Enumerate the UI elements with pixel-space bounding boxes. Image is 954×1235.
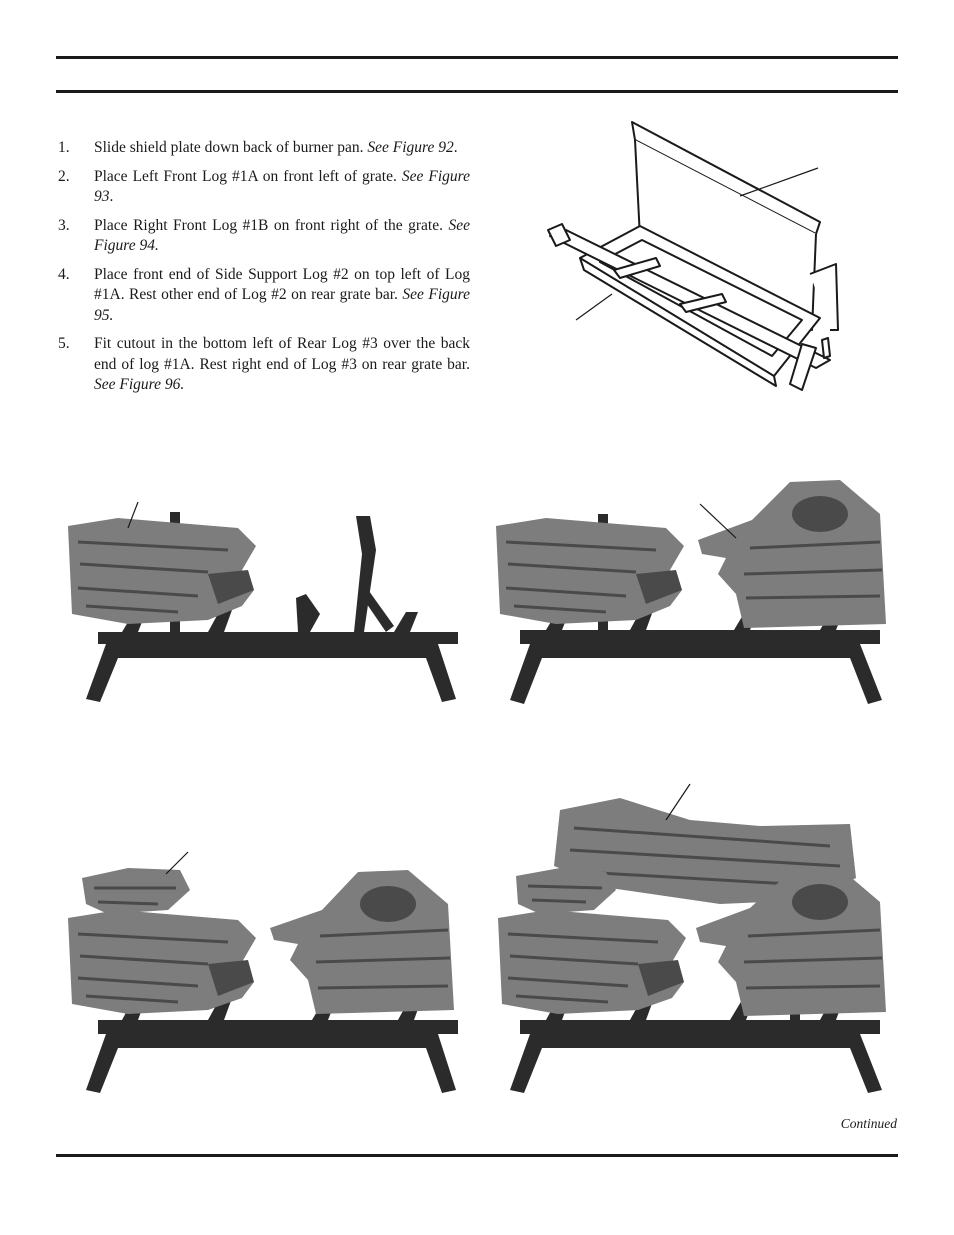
- log-grate-photo-93: [68, 501, 458, 702]
- step-1: 1. Slide shield plate down back of burne…: [58, 138, 470, 159]
- figure-reference: See Figure 95.: [94, 286, 470, 324]
- step-2: 2. Place Left Front Log #1A on front lef…: [58, 167, 470, 208]
- step-3: 3. Place Right Front Log #1B on front ri…: [58, 216, 470, 257]
- leader-line: [127, 501, 139, 529]
- footer-rule: [56, 1154, 898, 1157]
- log-1a: [68, 518, 256, 624]
- figure-rear-log: [490, 780, 900, 1100]
- figure-right-front-log: [490, 478, 900, 708]
- step-5: 5. Fit cutout in the bottom left of Rear…: [58, 334, 470, 396]
- header-rule-top: [56, 56, 898, 59]
- log-1b: [270, 870, 454, 1014]
- figure-reference: See Figure 92: [367, 139, 454, 156]
- log-grate-photo-95: [68, 851, 458, 1093]
- figure-side-support-log: [58, 848, 468, 1098]
- header-rule-bottom: [56, 90, 898, 93]
- instruction-steps: 1. Slide shield plate down back of burne…: [58, 138, 470, 404]
- leader-line: [165, 851, 189, 875]
- log-grate-photo-94: [496, 480, 886, 704]
- figure-reference: See Figure 93: [94, 167, 470, 206]
- log-1a: [498, 910, 686, 1014]
- step-number: 4.: [58, 265, 70, 283]
- log-1b: [698, 480, 886, 628]
- burner-pan-illustration: [547, 121, 839, 391]
- log-grate-photo-96: [498, 783, 886, 1093]
- step-text: Fit cutout in the bottom left of Rear Lo…: [94, 335, 470, 393]
- step-number: 3.: [58, 216, 70, 234]
- continued-note: Continued: [840, 1116, 897, 1131]
- step-text: Place Right Front Log #1B on front right…: [94, 216, 470, 255]
- log-2: [82, 868, 190, 914]
- step-4: 4. Place front end of Side Support Log #…: [58, 265, 470, 327]
- step-text: Place front end of Side Support Log #2 o…: [94, 265, 470, 324]
- step-text: Place Left Front Log #1A on front left o…: [94, 167, 470, 206]
- log-3: [554, 798, 856, 904]
- leader-line: [699, 503, 737, 539]
- step-number: 5.: [58, 335, 70, 352]
- log-1b: [696, 868, 886, 1016]
- leader-line: [665, 783, 691, 821]
- log-2: [516, 868, 616, 914]
- figure-reference: See Figure 96.: [94, 376, 185, 393]
- step-number: 2.: [58, 167, 70, 185]
- grate: [86, 998, 458, 1093]
- log-1a: [68, 910, 256, 1014]
- log-1a: [496, 518, 684, 624]
- step-text: Slide shield plate down back of burner p…: [94, 139, 458, 156]
- step-number: 1.: [58, 139, 70, 156]
- figure-left-front-log: [58, 494, 468, 714]
- figure-burner-shield-plate: [540, 118, 840, 398]
- figure-reference: See Figure 94.: [94, 216, 470, 255]
